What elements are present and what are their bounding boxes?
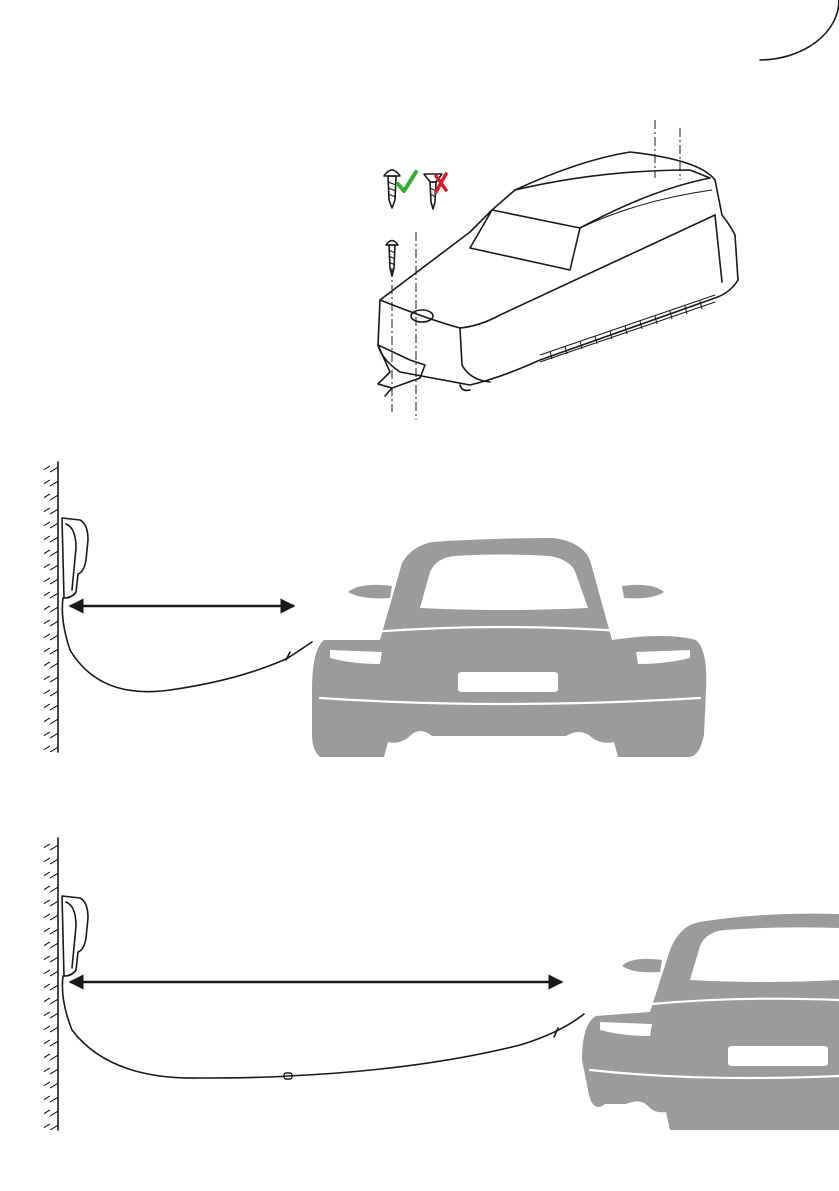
- mounting-figure: [378, 120, 738, 420]
- license-plate: [728, 1046, 828, 1066]
- long-distance-figure: [44, 838, 839, 1130]
- car-rear-window: [420, 555, 588, 611]
- check-icon: [398, 172, 416, 191]
- short-distance-figure: [44, 462, 706, 757]
- wall-charger: [62, 896, 88, 976]
- wall-hatch: [44, 462, 58, 752]
- car-mirror-left: [622, 959, 662, 973]
- wall-charger: [62, 518, 88, 598]
- charging-cable: [62, 976, 584, 1078]
- cross-icon: [436, 174, 446, 192]
- car-rear-view: [312, 538, 706, 757]
- charging-cable: [62, 598, 312, 692]
- wall-hatch: [44, 838, 58, 1130]
- car-rear-window: [690, 927, 839, 982]
- car-rear-view: [582, 914, 839, 1130]
- page-corner-arc: [760, 0, 839, 60]
- pan-head-screw-icon: [384, 170, 400, 208]
- car-mirror-left: [348, 585, 392, 599]
- car-mirror-right: [622, 585, 664, 599]
- license-plate: [458, 672, 558, 692]
